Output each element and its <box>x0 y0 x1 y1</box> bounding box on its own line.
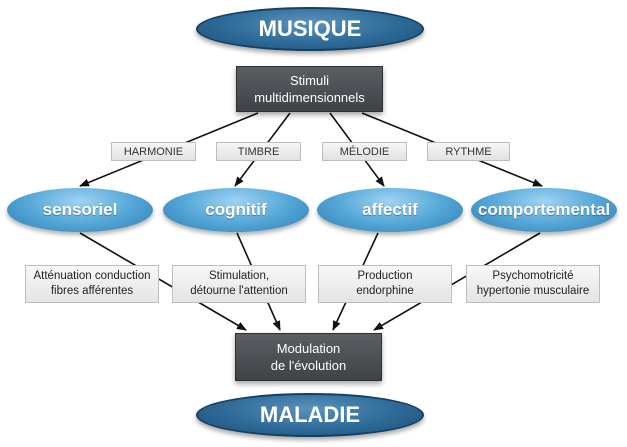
oval-affectif-text: affectif <box>362 200 418 219</box>
oval-affectif: affectif <box>317 188 463 232</box>
oval-sensoriel: sensoriel <box>7 188 153 232</box>
label-timbre: TIMBRE <box>216 142 301 161</box>
musique-title: MUSIQUE <box>258 16 362 41</box>
maladie-oval: MALADIE <box>196 393 424 437</box>
label-timbre-text: TIMBRE <box>237 145 280 158</box>
effect-affectif-line-2: endorphine <box>356 285 414 297</box>
effect-cognitif-line-2: détourne l'attention <box>190 285 288 297</box>
arrow-comportemental-modulation <box>373 232 541 331</box>
arrow-sensoriel-modulation <box>79 232 247 331</box>
label-harmonie-text: HARMONIE <box>123 145 184 158</box>
label-rythme: RYTHME <box>427 142 510 161</box>
effect-cognitif: Stimulation, détourne l'attention <box>172 265 306 303</box>
effect-comportemental-line-2: hypertonie musculaire <box>476 285 590 297</box>
oval-comportemental-text: comportemental <box>477 200 611 219</box>
effect-sensoriel-line-1: Atténuation conduction <box>33 270 151 282</box>
oval-cognitif-text: cognitif <box>205 200 267 219</box>
effect-sensoriel: Atténuation conduction fibres afférentes <box>25 265 159 303</box>
effect-sensoriel-line-2: fibres afférentes <box>50 285 134 297</box>
maladie-title: MALADIE <box>259 402 361 427</box>
modulation-box: Modulation de l'évolution <box>235 333 382 381</box>
stimuli-line-1: Stimuli <box>289 73 329 88</box>
stimuli-line-2: multidimensionnels <box>254 90 365 105</box>
oval-sensoriel-text: sensoriel <box>42 200 118 219</box>
modulation-line-1: Modulation <box>276 341 341 356</box>
musique-oval: MUSIQUE <box>196 7 424 51</box>
effect-affectif-line-1: Production <box>357 270 413 282</box>
effect-comportemental-line-1: Psychomotricité <box>492 270 574 282</box>
effect-affectif: Production endorphine <box>318 265 452 303</box>
label-melodie: MÉLODIE <box>322 142 407 161</box>
oval-comportemental: comportemental <box>471 188 617 232</box>
effect-cognitif-line-1: Stimulation, <box>208 270 270 282</box>
effect-comportemental: Psychomotricité hypertonie musculaire <box>466 265 600 303</box>
oval-cognitif: cognitif <box>163 188 309 232</box>
modulation-line-2: de l'évolution <box>270 358 347 373</box>
label-rythme-text: RYTHME <box>445 145 492 158</box>
label-harmonie: HARMONIE <box>111 142 196 161</box>
label-melodie-text: MÉLODIE <box>339 145 390 158</box>
stimuli-box: Stimuli multidimensionnels <box>236 66 383 112</box>
